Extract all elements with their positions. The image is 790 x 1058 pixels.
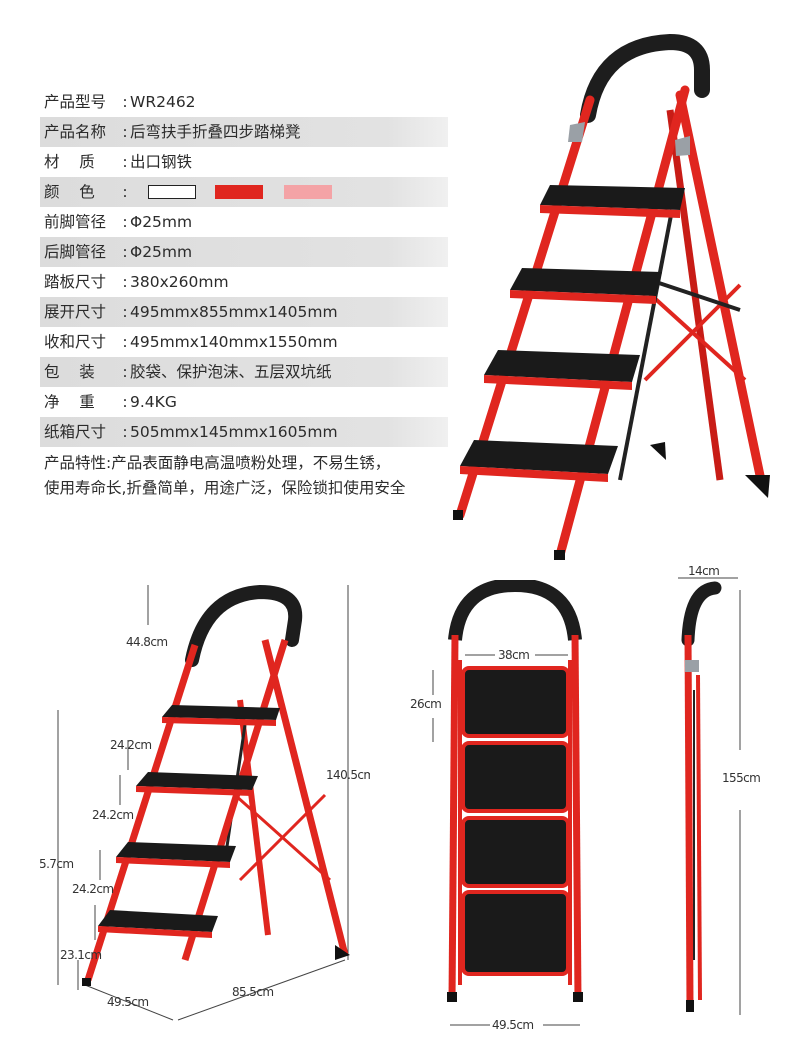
- spec-row-open-size: 展开尺寸:495mmx855mmx1405mm: [40, 297, 448, 327]
- dim-step-width: 38cm: [498, 648, 529, 662]
- feature-text: 产品特性:产品表面静电高温喷粉处理，不易生锈， 使用寿命长,折叠简单，用途广泛，…: [40, 451, 448, 501]
- spec-value: Φ25mm: [130, 213, 193, 231]
- spec-label: 展开尺寸: [44, 303, 107, 321]
- feature-label: 产品特性: [44, 454, 107, 472]
- spec-row-weight: 净 重:9.4KG: [40, 387, 448, 417]
- spec-value: 505mmx145mmx1605mm: [130, 423, 338, 441]
- spec-row-front-tube: 前脚管径:Φ25mm: [40, 207, 448, 237]
- spec-value: 495mmx140mmx1550mm: [130, 333, 338, 351]
- spec-value: 出口钢铁: [130, 153, 193, 171]
- spec-label: 颜 色: [44, 183, 95, 201]
- spec-label: 前脚管径: [44, 213, 107, 231]
- spec-row-rear-tube: 后脚管径:Φ25mm: [40, 237, 448, 267]
- dim-step-depth: 26cm: [410, 697, 441, 711]
- dim-base-width: 49.5cm: [492, 1018, 533, 1032]
- dim-bottom-step-height: 23.1cm: [60, 948, 101, 962]
- feature-line-2: 使用寿命长,折叠简单，用途广泛，保险锁扣使用安全: [44, 479, 406, 497]
- spec-label: 收和尺寸: [44, 333, 107, 351]
- spec-value: WR2462: [130, 93, 196, 111]
- spec-label: 产品名称: [44, 123, 107, 141]
- spec-label: 踏板尺寸: [44, 273, 107, 291]
- spec-label: 产品型号: [44, 93, 107, 111]
- spec-value: 胶袋、保护泡沫、五层双坑纸: [130, 363, 332, 381]
- spec-row-color: 颜 色:: [40, 177, 448, 207]
- dim-width: 49.5cm: [107, 995, 148, 1009]
- spec-row-model: 产品型号:WR2462: [40, 87, 448, 117]
- spec-row-carton: 纸箱尺寸:505mmx145mmx1605mm: [40, 417, 448, 447]
- dim-step-height-3: 24.2cm: [72, 882, 113, 896]
- ladder-front-view-diagram: 38cm 26cm 49.5cm: [410, 580, 583, 1032]
- spec-label: 净 重: [44, 393, 95, 411]
- spec-label: 包 装: [44, 363, 95, 381]
- dim-step-height-1: 24.2cm: [110, 738, 151, 752]
- feature-line-1: 产品表面静电高温喷粉处理，不易生锈，: [111, 454, 391, 472]
- spec-row-material: 材 质:出口钢铁: [40, 147, 448, 177]
- spec-row-packing: 包 装:胶袋、保护泡沫、五层双坑纸: [40, 357, 448, 387]
- spec-value: 380x260mm: [130, 273, 229, 291]
- spec-label: 后脚管径: [44, 243, 107, 261]
- ladder-hero-image: [453, 33, 770, 560]
- spec-value: 9.4KG: [130, 393, 177, 411]
- spec-row-name: 产品名称:后弯扶手折叠四步踏梯凳: [40, 117, 448, 147]
- spec-label: 纸箱尺寸: [44, 423, 107, 441]
- dim-top-step-height: 44.8cm: [126, 635, 167, 649]
- ladder-side-view-diagram: 44.8cm 24.2cm 24.2cm 24.2cm 23.1cm 95.7c…: [40, 584, 370, 1021]
- color-swatch-pink: [284, 185, 332, 199]
- dim-step-height-2: 24.2cm: [92, 808, 133, 822]
- color-swatch-red: [215, 185, 263, 199]
- spec-label: 材 质: [44, 153, 95, 171]
- dim-depth: 85.5cm: [232, 985, 273, 999]
- color-swatch-white: [148, 185, 196, 199]
- spec-list: 产品型号:WR2462 产品名称:后弯扶手折叠四步踏梯凳 材 质:出口钢铁 颜 …: [40, 87, 448, 501]
- dim-folded-thickness: 14cm: [688, 564, 719, 578]
- spec-row-tread: 踏板尺寸:380x260mm: [40, 267, 448, 297]
- spec-value: Φ25mm: [130, 243, 193, 261]
- spec-value: 后弯扶手折叠四步踏梯凳: [130, 123, 301, 141]
- ladder-folded-view-diagram: 14cm 155cm: [678, 564, 761, 1015]
- dim-total-height: 140.5cm: [326, 768, 370, 782]
- dim-folded-height: 155cm: [722, 771, 760, 785]
- dim-platform-height: 95.7cm: [40, 857, 73, 871]
- spec-row-folded-size: 收和尺寸:495mmx140mmx1550mm: [40, 327, 448, 357]
- spec-value: 495mmx855mmx1405mm: [130, 303, 338, 321]
